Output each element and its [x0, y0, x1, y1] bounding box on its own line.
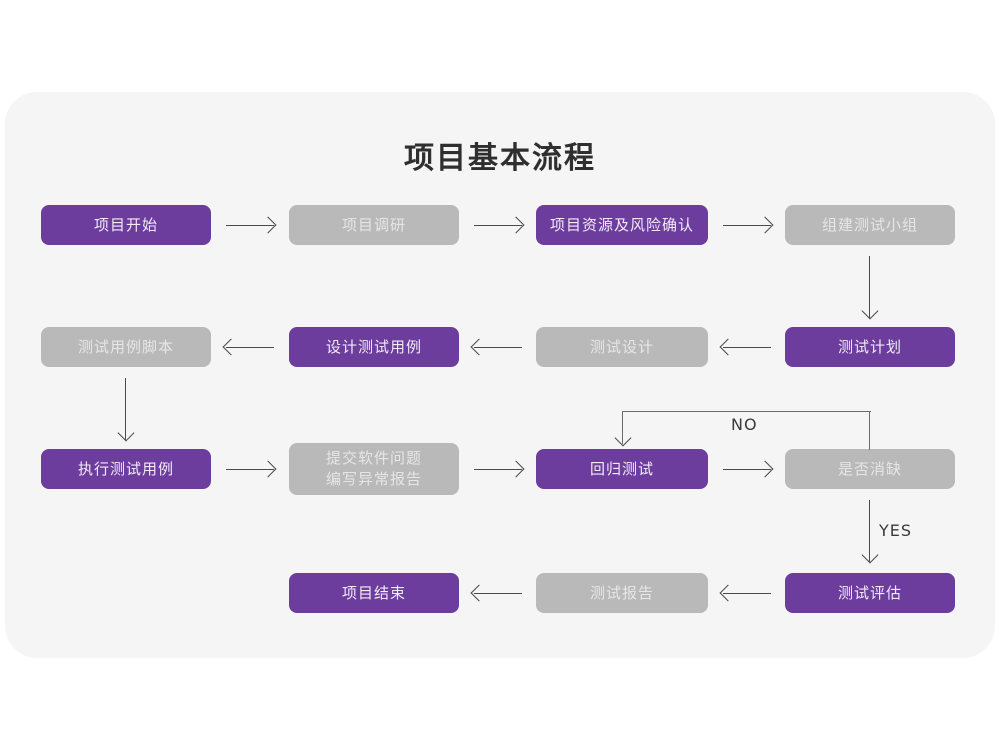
edge-line — [869, 500, 870, 562]
content-card — [5, 92, 995, 658]
edge-line-top — [622, 411, 871, 412]
node-project-research[interactable]: 项目调研 — [289, 205, 459, 245]
node-regression-test[interactable]: 回归测试 — [536, 449, 708, 489]
edge-label-yes: YES — [879, 521, 913, 540]
node-project-end[interactable]: 项目结束 — [289, 573, 459, 613]
node-resource-risk-confirm[interactable]: 项目资源及风险确认 — [536, 205, 708, 245]
node-test-plan[interactable]: 测试计划 — [785, 327, 955, 367]
node-test-report[interactable]: 测试报告 — [536, 573, 708, 613]
node-test-evaluation[interactable]: 测试评估 — [785, 573, 955, 613]
edge-line — [226, 225, 274, 226]
edge-line — [723, 225, 771, 226]
node-defect-cleared-check[interactable]: 是否消缺 — [785, 449, 955, 489]
edge-label-no: NO — [731, 415, 758, 434]
node-build-test-team[interactable]: 组建测试小组 — [785, 205, 955, 245]
edge-line — [125, 378, 126, 440]
node-design-test-cases[interactable]: 设计测试用例 — [289, 327, 459, 367]
node-submit-issue-report[interactable]: 提交软件问题 编写异常报告 — [289, 443, 459, 495]
edge-line — [723, 347, 771, 348]
edge-line — [723, 593, 771, 594]
node-test-design[interactable]: 测试设计 — [536, 327, 708, 367]
edge-line — [869, 256, 870, 318]
edge-line — [226, 347, 274, 348]
edge-line — [474, 347, 522, 348]
edge-line — [723, 469, 771, 470]
edge-line-left-drop — [622, 411, 623, 444]
edge-line — [474, 593, 522, 594]
edge-line — [474, 469, 522, 470]
edge-line — [474, 225, 522, 226]
page-title: 项目基本流程 — [404, 141, 596, 176]
node-execute-test-cases[interactable]: 执行测试用例 — [41, 449, 211, 489]
edge-line-right-riser — [869, 411, 870, 450]
node-project-start[interactable]: 项目开始 — [41, 205, 211, 245]
node-test-case-scripts[interactable]: 测试用例脚本 — [41, 327, 211, 367]
edge-line — [226, 469, 274, 470]
